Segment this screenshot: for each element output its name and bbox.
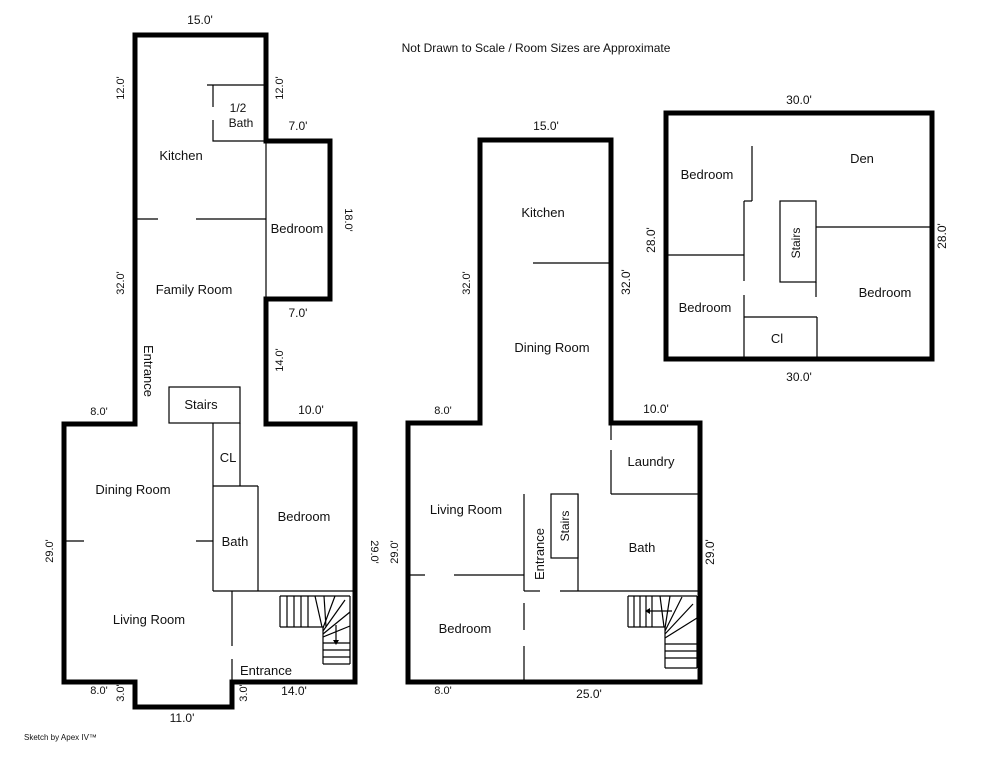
plan-1-bedroom-lower-label: Bedroom	[278, 509, 331, 524]
dim-label: 14.0'	[274, 348, 286, 372]
plan-1-family-room-label: Family Room	[156, 282, 233, 297]
plan-3: Bedroom Den Stairs Bedroom Bedroom Cl 30…	[644, 93, 949, 384]
dim-label: 15.0'	[187, 13, 213, 27]
plan-3-closet-label: Cl	[771, 331, 783, 346]
dim-label: 11.0'	[170, 711, 195, 725]
plan-1-living-room-label: Living Room	[113, 612, 185, 627]
dim-label: 25.0'	[576, 687, 602, 701]
plan-1-half-bath-label: Bath	[229, 116, 254, 130]
dim-label: 29.0'	[703, 539, 717, 565]
plan-2-dimensions: 15.0' 32.0' 32.0' 8.0' 10.0' 29.0' 29.0'…	[389, 119, 717, 701]
plan-1-room-labels: 1/2 Bath Kitchen Bedroom Family Room Ent…	[95, 101, 330, 678]
plan-2-dining-room-label: Dining Room	[514, 340, 589, 355]
plan-2-entrance-label: Entrance	[532, 528, 547, 580]
plan-1-bedroom-label: Bedroom	[271, 221, 324, 236]
plan-3-room-labels: Bedroom Den Stairs Bedroom Bedroom Cl	[679, 151, 912, 346]
plan-1-stairs-label: Stairs	[184, 397, 218, 412]
dim-label: 15.0'	[533, 119, 559, 133]
dim-label: 8.0'	[90, 406, 107, 418]
plan-3-bedroom-label: Bedroom	[859, 285, 912, 300]
dim-label: 12.0'	[115, 76, 127, 100]
dim-label: 28.0'	[644, 227, 658, 253]
plan-1-dimensions: 15.0' 12.0' 12.0' 7.0' 18.0' 32.0' 7.0' …	[44, 13, 380, 725]
dim-label: 3.0'	[238, 684, 250, 701]
plan-2-laundry-label: Laundry	[628, 454, 675, 469]
dim-label: 29.0'	[368, 540, 380, 564]
dim-label: 3.0'	[115, 684, 127, 701]
plan-1-entrance-bottom-label: Entrance	[240, 663, 292, 678]
plan-2-stairs-label: Stairs	[558, 511, 572, 542]
plan-2-stairs-box	[550, 493, 579, 559]
plan-3-stairs-box	[779, 200, 817, 283]
plan-2-kitchen-label: Kitchen	[521, 205, 564, 220]
dim-label: 8.0'	[90, 685, 107, 697]
dim-label: 8.0'	[434, 685, 451, 697]
dim-label: 32.0'	[461, 271, 473, 295]
plan-1-half-bath-label: 1/2	[230, 101, 247, 115]
dim-label: 10.0'	[643, 402, 669, 416]
plan-3-bedroom-label: Bedroom	[681, 167, 734, 182]
plan-3-bedroom-label: Bedroom	[679, 300, 732, 315]
plan-2-bath-label: Bath	[629, 540, 656, 555]
plan-2-winding-stairs-icon	[627, 595, 698, 669]
dim-label: 10.0'	[298, 403, 324, 417]
dim-label: 12.0'	[274, 76, 286, 100]
plan-2-bedroom-label: Bedroom	[439, 621, 492, 636]
plan-2-living-room-label: Living Room	[430, 502, 502, 517]
plan-1-outline	[61, 32, 358, 710]
plan-1-closet-label: CL	[220, 450, 237, 465]
dim-label: 30.0'	[786, 370, 812, 384]
half-bath-wall	[212, 120, 266, 142]
plan-2-room-labels: Kitchen Dining Room Laundry Living Room …	[430, 205, 675, 636]
dim-label: 8.0'	[434, 405, 451, 417]
dim-label: 29.0'	[44, 539, 56, 563]
plan-1-bath-label: Bath	[222, 534, 249, 549]
plan-1-winding-stairs-icon	[279, 595, 351, 665]
dim-label: 7.0'	[289, 119, 308, 133]
plan-1-stairs-box	[168, 386, 241, 424]
plan-3-den-label: Den	[850, 151, 874, 166]
plan-1-dining-room-label: Dining Room	[95, 482, 170, 497]
dim-label: 32.0'	[115, 271, 127, 295]
plan-3-stairs-label: Stairs	[789, 228, 803, 259]
sketch-credit: Sketch by Apex IV™	[24, 733, 97, 742]
plan-1-kitchen-label: Kitchen	[159, 148, 202, 163]
dim-label: 30.0'	[786, 93, 812, 107]
plan-1: 1/2 Bath Kitchen Bedroom Family Room Ent…	[44, 13, 380, 725]
plan-2: Kitchen Dining Room Laundry Living Room …	[389, 119, 717, 701]
dim-label: 7.0'	[289, 306, 308, 320]
dim-label: 29.0'	[389, 540, 401, 564]
dim-label: 28.0'	[935, 223, 949, 249]
dim-label: 32.0'	[619, 269, 633, 295]
scale-note: Not Drawn to Scale / Room Sizes are Appr…	[402, 41, 671, 55]
dim-label: 18.0'	[342, 208, 354, 232]
plan-1-entrance-side-label: Entrance	[141, 345, 156, 397]
plan-2-outline	[405, 137, 703, 685]
plan-3-dimensions: 30.0' 28.0' 28.0' 30.0'	[644, 93, 949, 384]
plan-3-outline	[663, 110, 935, 362]
dim-label: 14.0'	[281, 684, 307, 698]
